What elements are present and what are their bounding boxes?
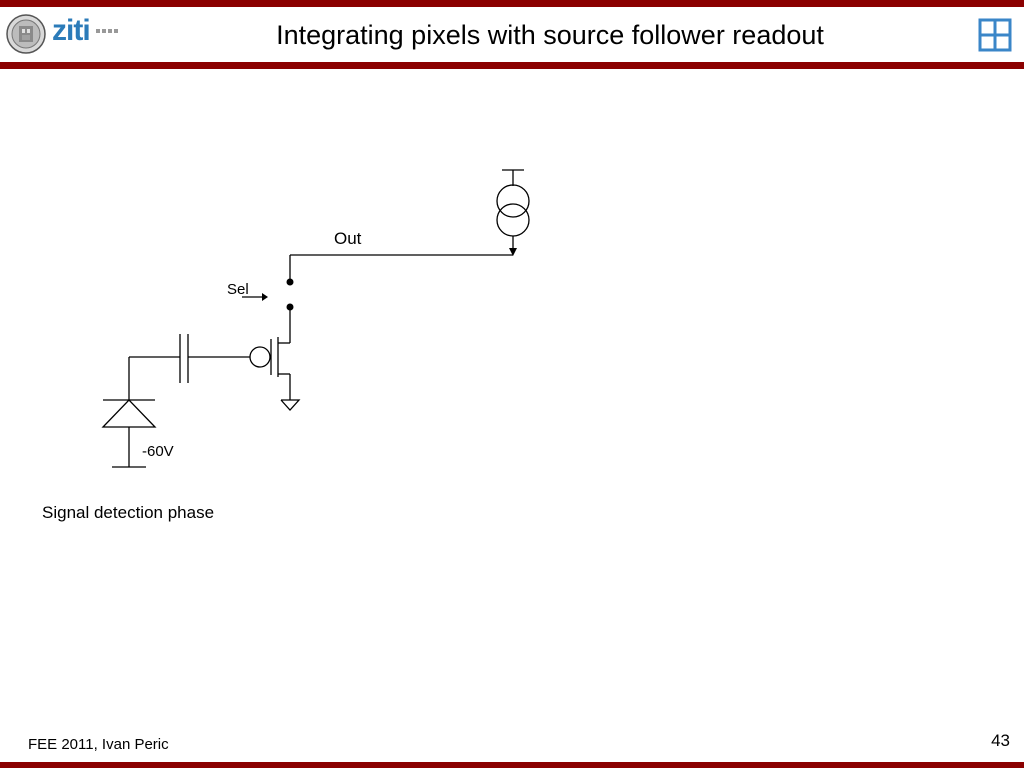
slide-title: Integrating pixels with source follower … — [276, 20, 824, 50]
page-number: 43 — [991, 731, 1010, 750]
ziti-dots-icon — [96, 29, 118, 33]
institute-logo-icon — [978, 18, 1012, 52]
gate-bubble — [249, 346, 271, 368]
header-top-stripe — [0, 0, 1024, 7]
header-bottom-stripe — [0, 62, 1024, 69]
diagram-caption: Signal detection phase — [42, 503, 215, 522]
diode-triangle — [101, 399, 157, 428]
ground-symbol — [280, 399, 301, 411]
heidelberg-seal-icon — [6, 14, 46, 54]
sel-arrow-head — [262, 293, 268, 301]
current-arrow-head — [509, 248, 517, 256]
out-label: Out — [334, 229, 362, 248]
switch-contact-bottom — [286, 303, 294, 311]
footer-author: FEE 2011, Ivan Peric — [28, 736, 169, 753]
sel-label: Sel — [227, 281, 249, 298]
ziti-logo-icon: ziti — [52, 14, 91, 47]
switch-contact-top — [286, 278, 294, 286]
current-source-circle-bottom — [496, 203, 530, 237]
current-source-circle-top — [496, 184, 530, 218]
footer-stripe — [0, 762, 1024, 768]
bias-voltage-label: -60V — [142, 443, 174, 460]
